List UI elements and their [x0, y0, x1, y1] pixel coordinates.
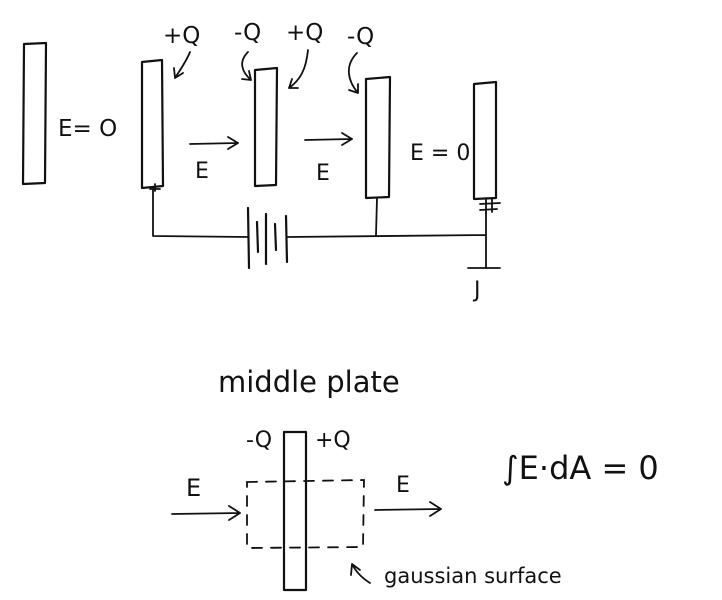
label-plate2-charge: +Q — [163, 23, 200, 49]
wire-left — [152, 187, 249, 238]
label-gaussian-surface: gaussian surface — [384, 564, 562, 588]
arrow-field-out — [374, 501, 442, 517]
label-plate3-right-charge: +Q — [286, 20, 323, 46]
label-plate4-charge: -Q — [347, 24, 374, 50]
plate-4 — [364, 75, 392, 200]
plate-2 — [140, 58, 165, 190]
arrow-plate3-left — [241, 51, 252, 81]
wire-right — [286, 197, 487, 269]
label-e-zero-right: E = 0 — [410, 141, 470, 166]
label-right-charge: +Q — [315, 428, 351, 453]
battery — [246, 206, 289, 270]
label-field-1: E — [195, 159, 209, 184]
equation-gauss: ∫E·dA = 0 — [502, 449, 659, 487]
top-diagram: E= O +Q E -Q +Q E -Q E = 0 J — [21, 20, 501, 303]
label-ground: J — [472, 278, 481, 303]
label-plate3-left-charge: -Q — [234, 20, 261, 46]
label-field-in: E — [186, 474, 201, 502]
label-left-charge: -Q — [246, 428, 272, 453]
arrow-plate2-charge — [173, 51, 191, 79]
arrow-plate4-charge — [347, 52, 359, 94]
middle-plate — [282, 430, 308, 592]
label-field-2: E — [316, 161, 330, 186]
arrow-field-in — [171, 505, 241, 521]
plate-5 — [472, 80, 498, 201]
plate-1 — [21, 41, 48, 186]
arrow-field-2 — [304, 132, 353, 146]
label-e-zero-left: E= O — [58, 116, 117, 142]
label-field-out: E — [396, 473, 410, 498]
arrow-field-1 — [189, 136, 239, 150]
plate-3 — [253, 66, 279, 188]
arrow-surface-label — [350, 563, 371, 584]
title-middle-plate: middle plate — [218, 365, 400, 399]
gaussian-surface — [246, 479, 365, 549]
arrow-plate3-right — [288, 49, 309, 89]
bottom-diagram: middle plate -Q +Q E E ∫E·dA = 0 gaussia… — [171, 365, 659, 592]
